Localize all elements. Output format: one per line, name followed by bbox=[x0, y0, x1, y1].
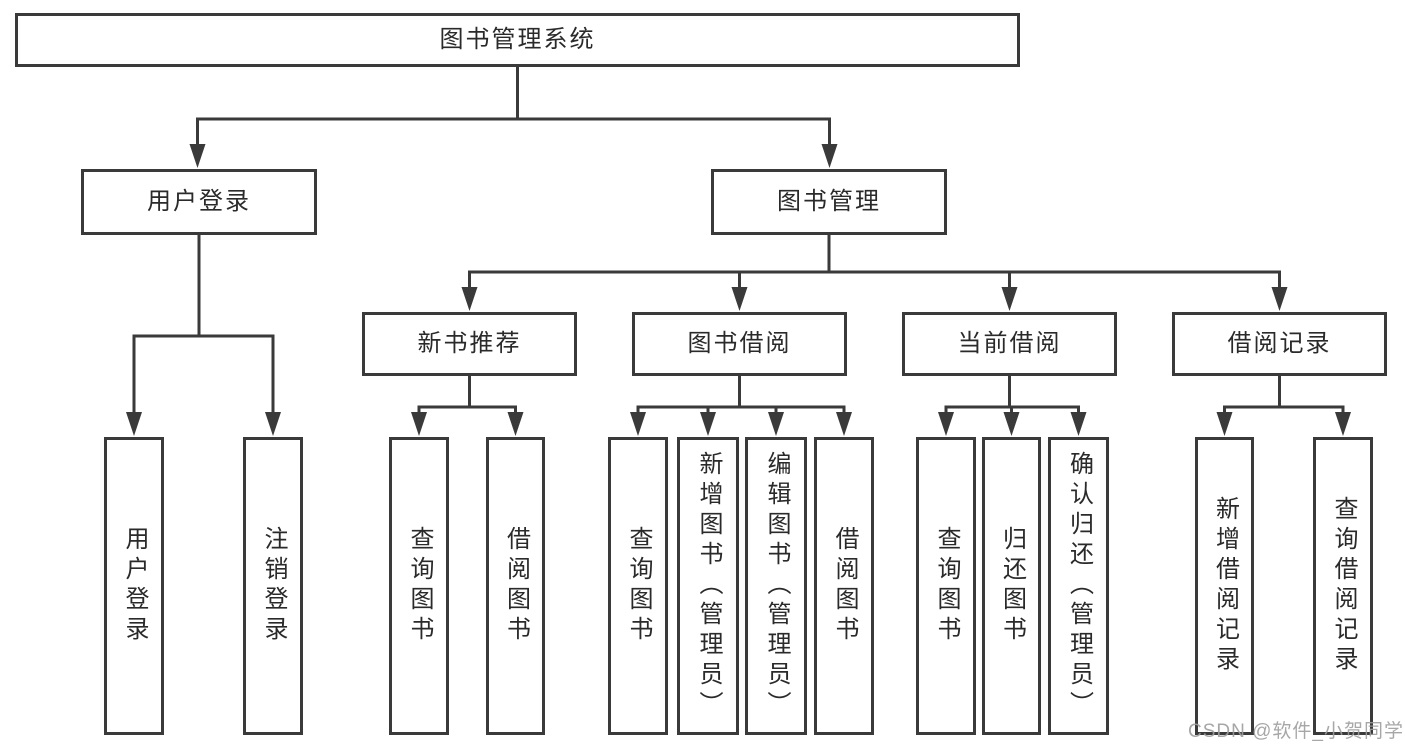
leaf-recommend-borrow-book-label: 借阅图书 bbox=[502, 526, 530, 646]
leaf-borrow-borrow-book-label: 借阅图书 bbox=[831, 526, 858, 646]
node-borrow-records: 借阅记录 bbox=[1172, 312, 1387, 376]
node-book-borrow-label: 图书借阅 bbox=[687, 330, 792, 357]
leaf-borrow-add-book-admin: 新增图书（管理员） bbox=[677, 437, 739, 735]
arrowhead bbox=[938, 412, 954, 436]
node-user-login: 用户登录 bbox=[81, 169, 317, 235]
leaf-borrow-borrow-book: 借阅图书 bbox=[814, 437, 874, 735]
node-root: 图书管理系统 bbox=[15, 13, 1020, 67]
leaf-current-return-book-label: 归还图书 bbox=[998, 526, 1026, 646]
node-new-book-recommend-label: 新书推荐 bbox=[417, 330, 522, 357]
arrowhead bbox=[1335, 412, 1351, 436]
leaf-borrow-query-book: 查询图书 bbox=[608, 437, 668, 735]
leaf-records-query-record: 查询借阅记录 bbox=[1313, 437, 1373, 735]
node-book-management-label: 图书管理 bbox=[777, 188, 881, 215]
leaf-user-login: 用户登录 bbox=[104, 437, 164, 735]
leaf-records-add-record: 新增借阅记录 bbox=[1195, 437, 1254, 735]
node-current-borrow: 当前借阅 bbox=[902, 312, 1117, 376]
arrowhead bbox=[1216, 412, 1233, 436]
leaf-recommend-query-book: 查询图书 bbox=[389, 437, 449, 735]
leaf-current-query-book: 查询图书 bbox=[916, 437, 976, 735]
leaf-borrow-add-book-admin-label: 新增图书（管理员） bbox=[695, 451, 722, 721]
node-new-book-recommend: 新书推荐 bbox=[362, 312, 577, 376]
leaf-user-login-label: 用户登录 bbox=[121, 526, 148, 646]
arrowhead bbox=[1271, 287, 1288, 311]
arrowhead bbox=[1003, 412, 1020, 436]
arrowhead bbox=[1070, 412, 1087, 436]
arrowhead bbox=[836, 412, 852, 436]
leaf-current-query-book-label: 查询图书 bbox=[933, 526, 960, 646]
arrowhead bbox=[126, 412, 142, 436]
node-book-borrow: 图书借阅 bbox=[632, 312, 847, 376]
watermark: CSDN @软件_小贺同学 bbox=[1188, 721, 1404, 742]
leaf-recommend-query-book-label: 查询图书 bbox=[406, 526, 433, 646]
arrowhead bbox=[700, 412, 716, 436]
leaf-current-confirm-return-admin: 确认归还（管理员） bbox=[1048, 437, 1109, 735]
node-root-label: 图书管理系统 bbox=[439, 26, 596, 53]
leaf-logout-login: 注销登录 bbox=[243, 437, 303, 735]
leaf-borrow-edit-book-admin: 编辑图书（管理员） bbox=[745, 437, 807, 735]
arrowhead bbox=[189, 144, 206, 168]
leaf-current-confirm-return-admin-label: 确认归还（管理员） bbox=[1065, 451, 1093, 721]
leaf-logout-login-label: 注销登录 bbox=[260, 526, 287, 646]
arrowhead bbox=[461, 287, 478, 311]
arrowhead bbox=[411, 412, 427, 436]
leaf-records-query-record-label: 查询借阅记录 bbox=[1330, 496, 1357, 676]
arrowheads bbox=[126, 144, 1351, 436]
leaf-recommend-borrow-book: 借阅图书 bbox=[486, 437, 545, 735]
leaf-current-return-book: 归还图书 bbox=[982, 437, 1041, 735]
node-borrow-records-label: 借阅记录 bbox=[1227, 330, 1332, 357]
arrowhead bbox=[731, 287, 748, 311]
arrowhead bbox=[768, 412, 784, 436]
arrowhead bbox=[630, 412, 646, 436]
arrowhead bbox=[265, 412, 281, 436]
node-current-borrow-label: 当前借阅 bbox=[957, 330, 1062, 357]
arrowhead bbox=[507, 412, 524, 436]
node-book-management: 图书管理 bbox=[711, 169, 947, 235]
leaf-borrow-edit-book-admin-label: 编辑图书（管理员） bbox=[763, 451, 790, 721]
arrowhead bbox=[821, 144, 838, 168]
node-user-login-label: 用户登录 bbox=[147, 188, 251, 215]
leaf-borrow-query-book-label: 查询图书 bbox=[625, 526, 652, 646]
leaf-records-add-record-label: 新增借阅记录 bbox=[1211, 496, 1239, 676]
arrowhead bbox=[1001, 287, 1018, 311]
